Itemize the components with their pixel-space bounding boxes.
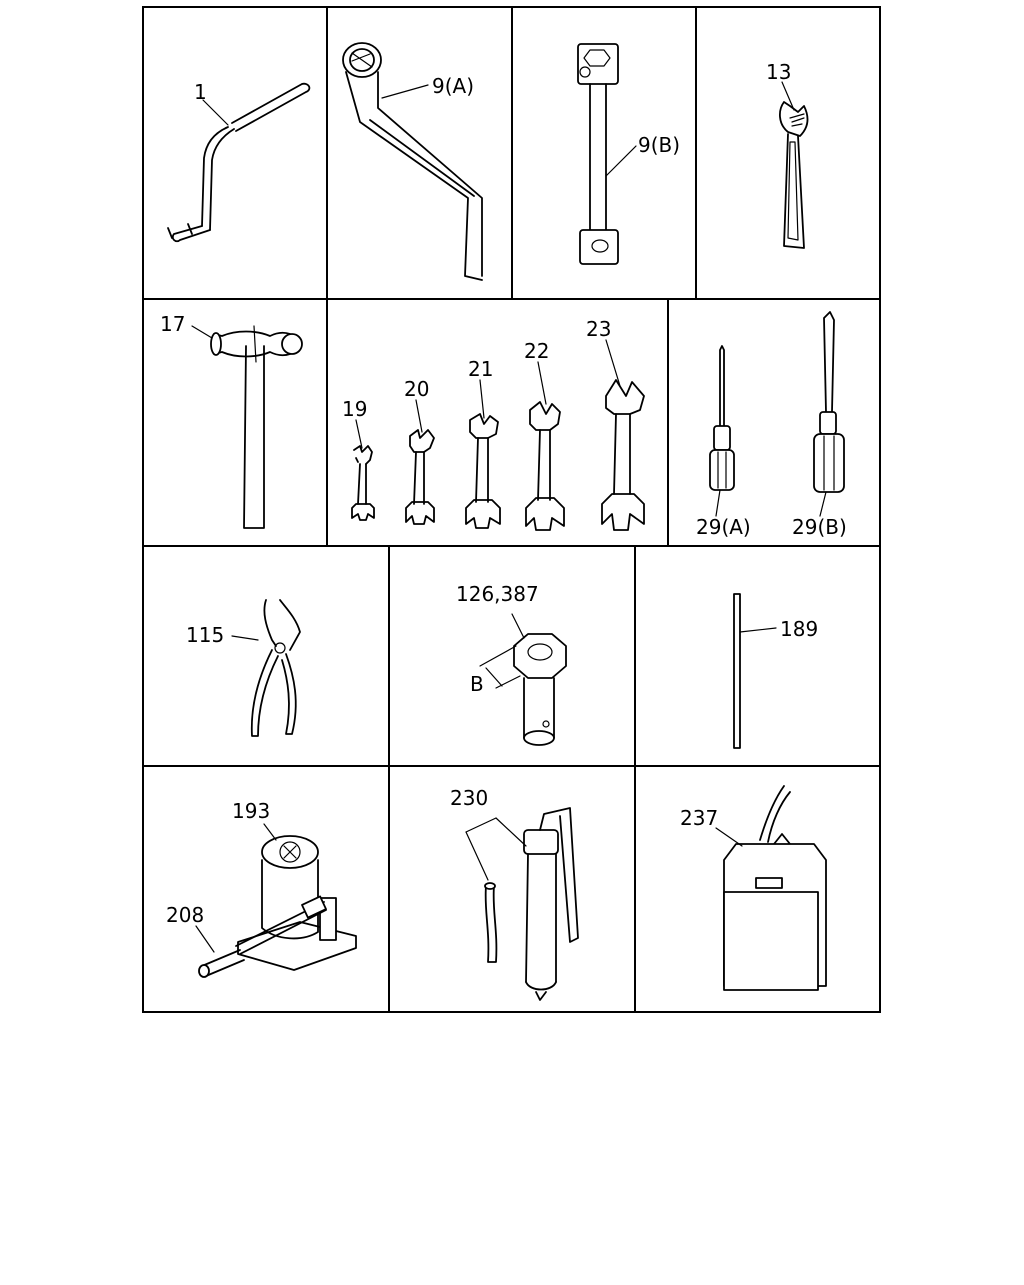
part-19-wrench: 19 xyxy=(342,397,375,521)
callout-29b: 29(B) xyxy=(792,515,847,539)
part-1-crank-handle: 1 xyxy=(167,80,311,243)
part-237-tool-bag: 237 xyxy=(680,785,827,991)
part-21-wrench: 21 xyxy=(465,357,501,529)
grid-frame xyxy=(142,6,881,1013)
part-126-387-nut-wrench: 126,387 B xyxy=(456,582,567,746)
part-193-bottle-jack: 193 xyxy=(232,799,357,971)
callout-1: 1 xyxy=(194,80,207,104)
callout-208: 208 xyxy=(166,903,204,927)
callout-29a: 29(A) xyxy=(696,515,751,539)
part-13-adjustable-wrench: 13 xyxy=(766,60,809,249)
part-20-wrench: 20 xyxy=(404,377,435,525)
callout-126-387: 126,387 xyxy=(456,582,539,606)
part-189-rod: 189 xyxy=(733,593,818,749)
callout-193: 193 xyxy=(232,799,270,823)
part-9a-box-wrench: 9(A) xyxy=(342,42,483,281)
part-22-wrench: 22 xyxy=(524,339,565,531)
callout-9b: 9(B) xyxy=(638,133,680,157)
part-29a-screwdriver: 29(A) xyxy=(696,345,751,539)
callout-b-dimension: B xyxy=(470,672,484,696)
callout-189: 189 xyxy=(780,617,818,641)
callout-22: 22 xyxy=(524,339,549,363)
callout-20: 20 xyxy=(404,377,429,401)
part-230-grease-gun: 230 xyxy=(450,786,579,1001)
part-9b-wheel-brace: 9(B) xyxy=(577,43,680,265)
callout-9a: 9(A) xyxy=(432,74,474,98)
callout-230: 230 xyxy=(450,786,488,810)
part-23-wrench: 23 xyxy=(586,317,645,531)
part-17-hammer: 17 xyxy=(160,312,303,529)
callout-115: 115 xyxy=(186,623,224,647)
callout-13: 13 xyxy=(766,60,791,84)
part-29b-screwdriver: 29(B) xyxy=(792,311,847,539)
callout-17: 17 xyxy=(160,312,185,336)
callout-237: 237 xyxy=(680,806,718,830)
callout-23: 23 xyxy=(586,317,611,341)
part-208-jack-handle: 208 xyxy=(166,895,327,978)
callout-19: 19 xyxy=(342,397,367,421)
callout-21: 21 xyxy=(468,357,493,381)
part-115-pliers: 115 xyxy=(186,599,301,737)
